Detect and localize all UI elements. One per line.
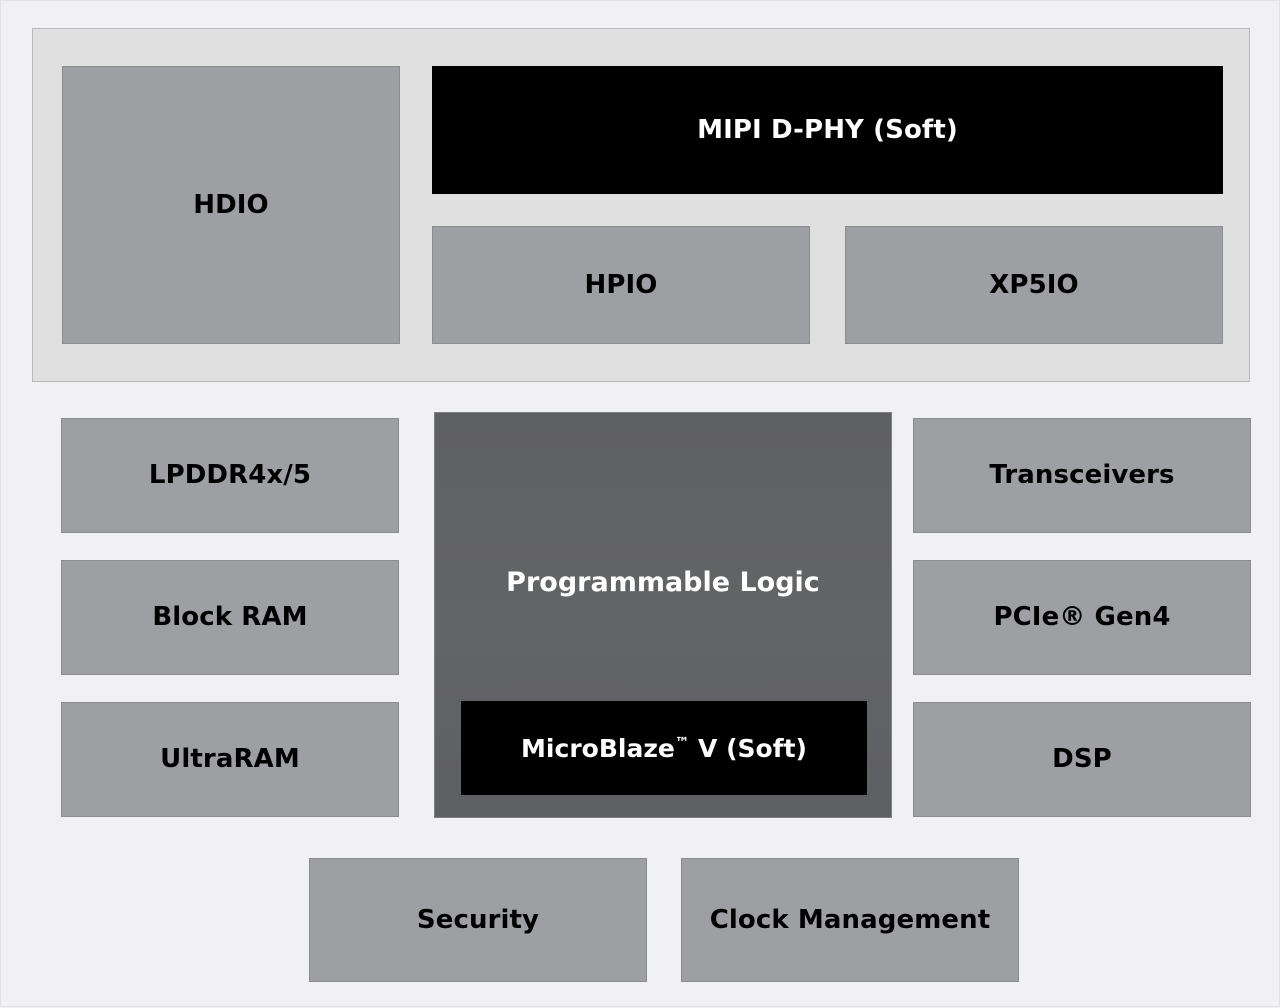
block-hdio[interactable]: HDIO [62,66,400,344]
block-hpio-label: HPIO [584,269,658,300]
block-transceivers[interactable]: Transceivers [913,418,1251,533]
block-mipi-dphy-label: MIPI D-PHY (Soft) [697,114,958,145]
block-lpddr4x-5[interactable]: LPDDR4x/5 [61,418,399,533]
block-dsp-label: DSP [1052,744,1112,775]
block-pcie-gen4[interactable]: PCIe® Gen4 [913,560,1251,675]
block-xp5io[interactable]: XP5IO [845,226,1223,344]
block-lpddr4x-5-label: LPDDR4x/5 [148,460,312,491]
block-clock-management[interactable]: Clock Management [681,858,1019,982]
block-block-ram[interactable]: Block RAM [61,560,399,675]
block-programmable-logic-label: Programmable Logic [506,567,820,598]
microblaze-name-text: MicroBlaze [521,733,675,763]
block-pcie-gen4-label: PCIe® Gen4 [993,602,1171,633]
block-mipi-dphy[interactable]: MIPI D-PHY (Soft) [432,66,1223,194]
block-microblaze-v-soft[interactable]: MicroBlaze™ V (Soft) [461,701,867,795]
block-security[interactable]: Security [309,858,647,982]
microblaze-suffix-text: V (Soft) [689,733,807,763]
block-transceivers-label: Transceivers [989,460,1175,491]
block-programmable-logic[interactable]: Programmable Logic MicroBlaze™ V (Soft) [434,412,892,818]
block-block-ram-label: Block RAM [152,602,308,633]
block-hpio[interactable]: HPIO [432,226,810,344]
block-hdio-label: HDIO [193,189,269,220]
io-banner-container: HDIO MIPI D-PHY (Soft) HPIO XP5IO [32,28,1250,382]
block-xp5io-label: XP5IO [989,269,1079,300]
block-microblaze-v-soft-label: MicroBlaze™ V (Soft) [521,734,807,763]
block-ultraram[interactable]: UltraRAM [61,702,399,817]
trademark-icon: ™ [674,735,690,752]
block-security-label: Security [416,904,540,935]
block-clock-management-label: Clock Management [709,904,991,935]
block-ultraram-label: UltraRAM [160,744,300,775]
block-dsp[interactable]: DSP [913,702,1251,817]
